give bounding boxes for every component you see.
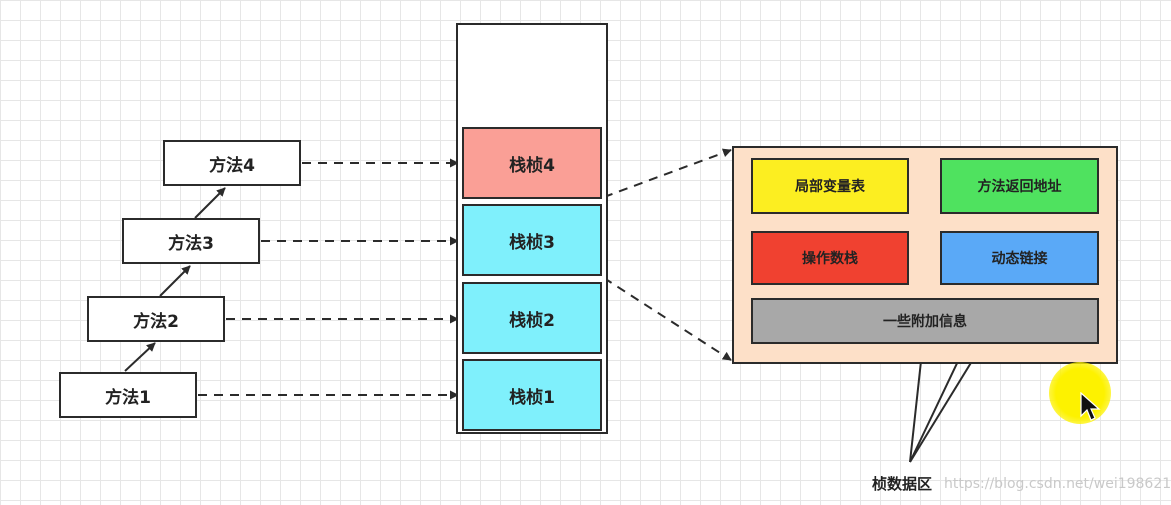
- operand-stack-cell: 操作数栈: [751, 231, 909, 285]
- method-2-box: 方法2: [87, 296, 225, 342]
- stack-frame-4-label: 栈桢4: [509, 155, 555, 176]
- stack-frame-3: 栈桢3: [462, 204, 602, 276]
- stack-frame-2: 栈桢2: [462, 282, 602, 354]
- method-4-label: 方法4: [209, 155, 255, 176]
- local-variables-label: 局部变量表: [795, 179, 865, 195]
- method-2-label: 方法2: [133, 311, 179, 332]
- return-address-label: 方法返回地址: [977, 179, 1062, 195]
- mouse-cursor-icon: [1080, 392, 1101, 421]
- expand-arrow-bottom: [603, 277, 732, 361]
- additional-info-cell: 一些附加信息: [751, 298, 1099, 344]
- data-arrow-info: [909, 351, 926, 463]
- stack-frame-1: 栈桢1: [462, 359, 602, 431]
- call-arrow-3-4: [194, 187, 226, 219]
- additional-info-label: 一些附加信息: [883, 314, 967, 330]
- method-1-box: 方法1: [59, 372, 197, 418]
- stack-frame-2-label: 栈桢2: [509, 310, 555, 331]
- dynamic-linking-cell: 动态链接: [940, 231, 1099, 285]
- watermark-text: https://blog.csdn.net/wei198621: [944, 476, 1171, 492]
- return-address-cell: 方法返回地址: [940, 158, 1099, 214]
- cursor-highlight: [1049, 362, 1111, 424]
- stack-frame-4: 栈桢4: [462, 127, 602, 199]
- operand-stack-label: 操作数栈: [802, 251, 858, 267]
- call-arrow-2-3: [159, 265, 191, 297]
- frame-data-area-label: 桢数据区: [872, 475, 933, 493]
- method-3-label: 方法3: [168, 233, 214, 254]
- stack-frame-1-label: 栈桢1: [509, 387, 555, 408]
- method-1-label: 方法1: [105, 387, 151, 408]
- call-arrow-1-2: [124, 342, 156, 372]
- method-3-box: 方法3: [122, 218, 260, 264]
- dynamic-linking-label: 动态链接: [991, 251, 1048, 267]
- local-variables-cell: 局部变量表: [751, 158, 909, 214]
- stack-frame-3-label: 栈桢3: [509, 232, 555, 253]
- expand-arrow-top: [603, 148, 732, 198]
- method-4-box: 方法4: [163, 140, 301, 186]
